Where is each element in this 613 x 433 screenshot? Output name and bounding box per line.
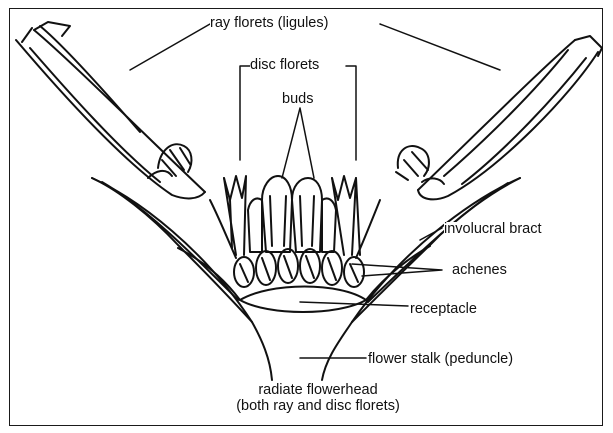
caption-line-2: (both ray and disc florets) [168, 398, 468, 414]
buds-pointer [282, 108, 314, 178]
buds [248, 176, 336, 252]
diagram-caption: radiate flowerhead (both ray and disc fl… [168, 382, 468, 414]
ray-floret-pointer-left [130, 24, 210, 70]
ray-floret-pointer-right [380, 24, 500, 70]
involucral-bract-label: involucral bract [444, 222, 542, 237]
ray-florets-label: ray florets (ligules) [210, 16, 328, 31]
receptacle [240, 287, 366, 313]
caption-line-1: radiate flowerhead [168, 382, 468, 398]
receptacle-label: receptacle [410, 302, 477, 317]
flower-stalk [252, 322, 352, 380]
achenes-label: achenes [452, 263, 507, 278]
disc-florets-label: disc florets [250, 58, 319, 73]
right-ray-floret [396, 36, 602, 199]
involucral-bract-pointer [420, 228, 442, 240]
flower-stalk-label: flower stalk (peduncle) [368, 352, 513, 367]
left-ray-floret [16, 22, 205, 198]
buds-label: buds [282, 92, 313, 107]
